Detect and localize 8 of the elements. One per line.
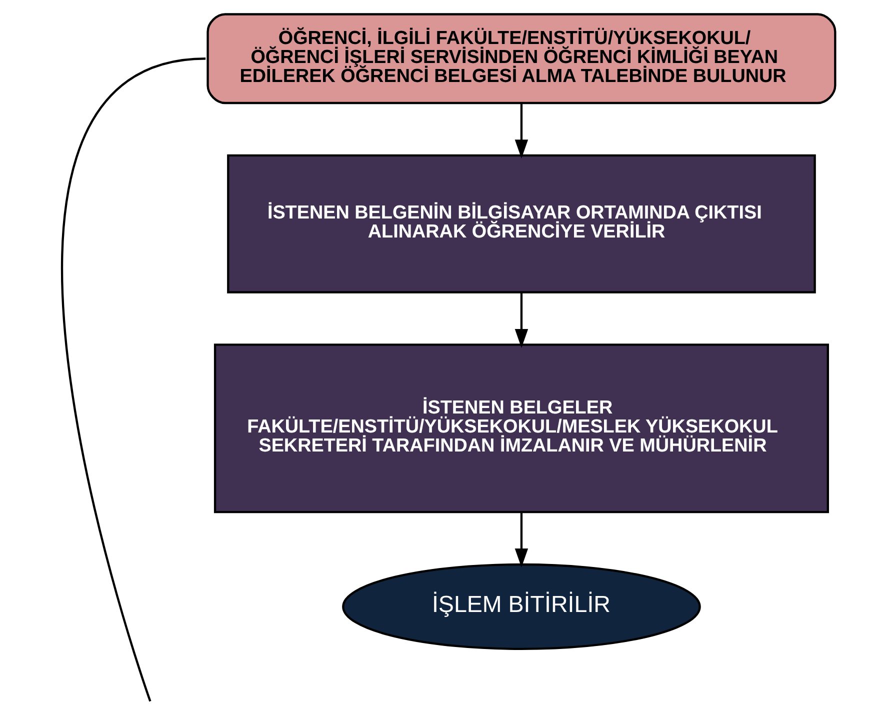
node-box: ÖĞRENCİ, İLGİLİ FAKÜLTE/ENSTİTÜ/YÜKSEKOKUL/ ÖĞRENCİ İŞLERİ SERVİSİNDEN ÖĞRENCİ KİMLİĞİ BEYAN EDİLEREK ÖĞRENCİ BELGESİ ALMA TALEBİNDE BULUNUR (206, 13, 836, 104)
arrow (514, 103, 528, 159)
node-ellipse: İŞLEM BİTİRİLİR (342, 563, 700, 650)
node-box: İSTENEN BELGELER FAKÜLTE/ENSTİTÜ/YÜKSEKOKUL/MESLEK YÜKSEKOKUL SEKRETERİ TARAFINDAN İMZALANIR VE MÜHÜRLENİR (213, 344, 828, 514)
arrow (514, 512, 528, 568)
node-box: İSTENEN BELGENİN BİLGİSAYAR ORTAMINDA ÇIKTISI ALINARAK ÖĞRENCİYE VERİLİR (226, 154, 816, 294)
arrow (514, 292, 528, 348)
connector (61, 58, 206, 702)
